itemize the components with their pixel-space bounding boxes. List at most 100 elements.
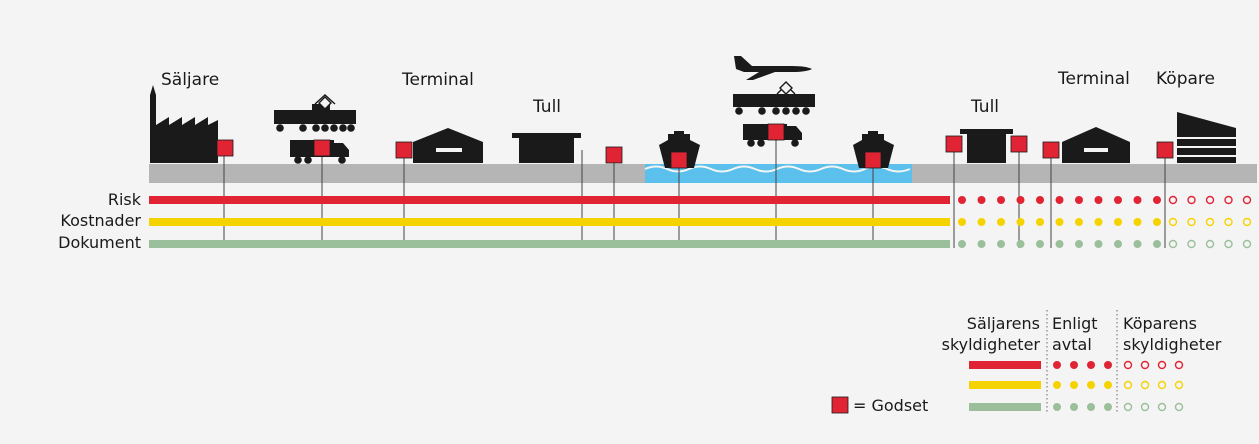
agreement-dot bbox=[1094, 240, 1103, 248]
station-label-terminal-destination: Terminal bbox=[1058, 69, 1130, 89]
station-label-seller: Säljare bbox=[161, 70, 220, 90]
cost-dots bbox=[958, 217, 1252, 227]
buyer-duty-dot bbox=[1224, 239, 1233, 249]
buyer-duty-dot bbox=[1187, 217, 1196, 227]
customs-building-icon bbox=[960, 129, 1013, 163]
legend-risk-bar bbox=[969, 361, 1041, 369]
legend-buyer-dot bbox=[1140, 380, 1150, 390]
agreement-dot bbox=[1036, 196, 1044, 204]
legend-agreement-dot bbox=[1087, 361, 1095, 369]
buyer-duty-dot bbox=[1242, 195, 1252, 205]
goods-marker bbox=[395, 141, 413, 159]
cost-seller-bar bbox=[149, 218, 950, 226]
legend-buyer-dot bbox=[1123, 380, 1133, 390]
goods-marker bbox=[945, 135, 963, 153]
risk-dots bbox=[958, 195, 1252, 205]
legend-agreement-dot bbox=[1070, 361, 1078, 369]
legend-agreement-dot bbox=[1070, 403, 1078, 411]
goods-marker bbox=[1042, 141, 1060, 159]
legend-buyer-dot bbox=[1174, 360, 1184, 370]
airplane-icon bbox=[734, 56, 812, 80]
agreement-dot bbox=[1016, 240, 1025, 248]
legend-agreement-dot bbox=[1087, 403, 1095, 411]
agreement-dot bbox=[958, 218, 966, 226]
legend-agreement-dot bbox=[1070, 381, 1078, 389]
agreement-dot bbox=[1133, 218, 1142, 226]
buyer-duty-dot bbox=[1205, 239, 1215, 249]
legend-agreement: Enligt avtal bbox=[1052, 314, 1098, 354]
buyer-duty-dot bbox=[1168, 217, 1178, 227]
legend-buyer-dot bbox=[1140, 360, 1150, 370]
agreement-dot bbox=[1153, 218, 1161, 226]
buyer-duty-dot bbox=[1224, 217, 1233, 227]
goods-marker bbox=[670, 151, 688, 169]
freight-train-icon bbox=[274, 94, 356, 132]
legend-buyer-duties: Köparens skyldigheter bbox=[1123, 314, 1222, 354]
legend-agreement-dot bbox=[1087, 381, 1095, 389]
agreement-dot bbox=[1133, 196, 1142, 204]
goods-marker bbox=[216, 139, 234, 157]
risk-seller-bar bbox=[149, 196, 950, 204]
legend-agreement-dot bbox=[1104, 361, 1112, 369]
agreement-dot bbox=[977, 218, 986, 226]
row-label-document: Dokument bbox=[58, 233, 141, 252]
wave-line bbox=[644, 165, 911, 173]
legend-buyer-dot bbox=[1157, 402, 1167, 412]
agreement-dot bbox=[1114, 218, 1122, 226]
agreement-dot bbox=[977, 196, 986, 204]
goods-marker bbox=[864, 151, 882, 169]
buyer-duty-dot bbox=[1242, 239, 1252, 249]
buyer-duty-dot bbox=[1205, 217, 1215, 227]
factory-icon bbox=[150, 85, 218, 163]
agreement-dot bbox=[1036, 218, 1044, 226]
agreement-dot bbox=[1094, 218, 1103, 226]
goods-marker bbox=[767, 123, 785, 141]
buyer-duty-dot bbox=[1205, 195, 1215, 205]
agreement-dot bbox=[1075, 196, 1083, 204]
agreement-dot bbox=[1036, 240, 1044, 248]
ground-strip-left bbox=[149, 164, 645, 183]
buyer-duty-dot bbox=[1187, 195, 1196, 205]
goods-marker bbox=[1010, 135, 1028, 153]
document-dots bbox=[958, 239, 1252, 249]
warehouse-icon bbox=[1062, 127, 1130, 163]
legend-buyer-dot bbox=[1157, 380, 1167, 390]
agreement-dot bbox=[1094, 196, 1103, 204]
legend-agreement-dot bbox=[1053, 403, 1061, 411]
legend-goods-label: = Godset bbox=[853, 396, 929, 415]
station-label-customs-export: Tull bbox=[533, 97, 562, 117]
buyer-duty-dot bbox=[1224, 195, 1233, 205]
agreement-dot bbox=[1153, 196, 1161, 204]
row-label-cost: Kostnader bbox=[60, 211, 141, 230]
goods-marker bbox=[605, 146, 623, 164]
legend-document-bar bbox=[969, 403, 1041, 411]
legend-cost-bar bbox=[969, 381, 1041, 389]
agreement-dot bbox=[977, 240, 986, 248]
warehouse-icon bbox=[413, 128, 483, 163]
legend-dots bbox=[1053, 360, 1184, 412]
agreement-dot bbox=[1055, 196, 1064, 204]
agreement-dot bbox=[1114, 240, 1122, 248]
goods-marker bbox=[1156, 141, 1174, 159]
agreement-dot bbox=[1133, 240, 1142, 248]
legend-agreement-dot bbox=[1053, 381, 1061, 389]
legend-buyer-dot bbox=[1174, 380, 1184, 390]
legend-buyer-dot bbox=[1123, 360, 1133, 370]
legend-agreement-dot bbox=[1104, 403, 1112, 411]
agreement-dot bbox=[1055, 218, 1064, 226]
legend-buyer-dot bbox=[1157, 360, 1167, 370]
legend-buyer-dot bbox=[1140, 402, 1150, 412]
customs-building-icon bbox=[512, 133, 581, 163]
legend-seller-duties: Säljarens skyldigheter bbox=[941, 314, 1040, 354]
agreement-dot bbox=[958, 240, 966, 248]
agreement-dot bbox=[1016, 218, 1025, 226]
agreement-dot bbox=[1055, 240, 1064, 248]
station-label-customs-import: Tull bbox=[971, 97, 1000, 117]
document-seller-bar bbox=[149, 240, 950, 248]
agreement-dot bbox=[997, 240, 1005, 248]
agreement-dot bbox=[1075, 240, 1083, 248]
buyer-duty-dot bbox=[1242, 217, 1252, 227]
station-label-buyer: Köpare bbox=[1156, 69, 1215, 89]
freight-train-icon bbox=[733, 81, 815, 115]
